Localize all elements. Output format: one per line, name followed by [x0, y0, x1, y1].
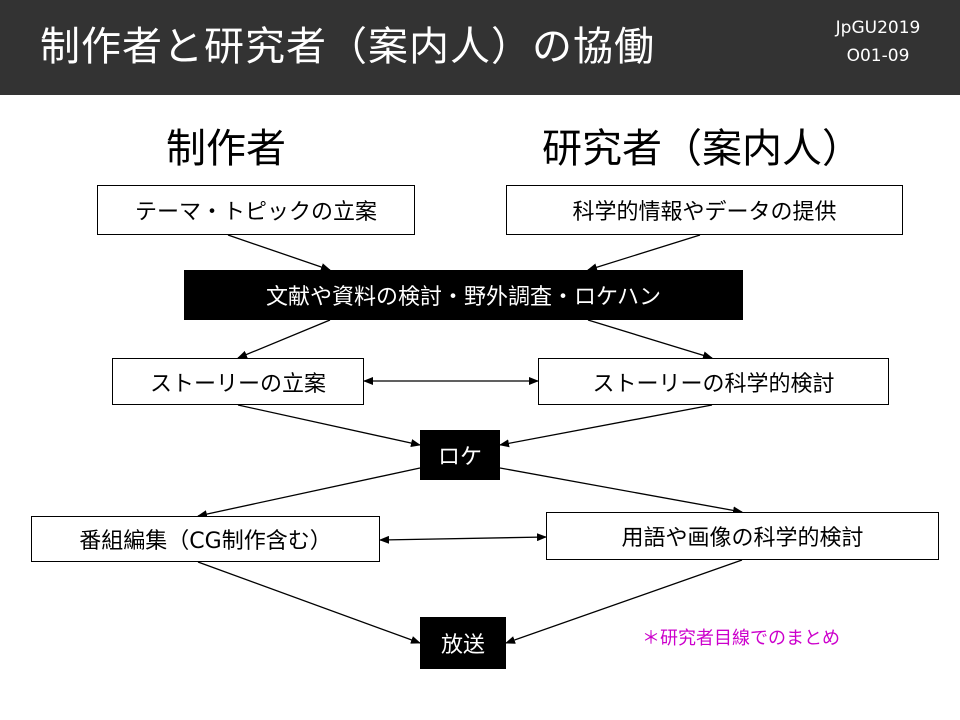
- arrow-location-to-editing: [197, 467, 421, 519]
- researcher-perspective-note: ＊研究者目線でのまとめ: [642, 628, 840, 649]
- arrow-review-to-location: [499, 404, 713, 448]
- researcher-column-heading: 研究者（案内人）: [542, 126, 862, 172]
- conference-name: JpGU2019: [835, 18, 921, 38]
- arrow-terminology-to-broadcast: [505, 559, 743, 644]
- arrow-story-to-location: [237, 404, 421, 447]
- presentation-code: O01-09: [846, 46, 910, 66]
- arrow-literature-to-story: [237, 319, 331, 359]
- arrow-editing-to-broadcast: [197, 561, 421, 644]
- arrow-info-to-literature: [587, 234, 701, 272]
- node-scientific-info: 科学的情報やデータの提供: [506, 185, 903, 235]
- arrow-location-to-terminology: [499, 467, 743, 515]
- node-terminology-review: 用語や画像の科学的検討: [546, 512, 939, 560]
- arrow-editing-terminology-bidirectional: [379, 533, 547, 544]
- slide-title: 制作者と研究者（案内人）の協働: [40, 24, 655, 70]
- conference-label: JpGU2019 O01-09: [818, 14, 938, 70]
- node-location: ロケ: [420, 430, 500, 480]
- node-theme-planning: テーマ・トピックの立案: [97, 185, 415, 235]
- node-editing: 番組編集（CG制作含む）: [31, 516, 380, 562]
- node-story-review: ストーリーの科学的検討: [538, 358, 889, 405]
- arrow-theme-to-literature: [227, 234, 331, 271]
- node-literature-review: 文献や資料の検討・野外調査・ロケハン: [184, 270, 743, 320]
- arrow-literature-to-review: [587, 319, 713, 360]
- title-bar: 制作者と研究者（案内人）の協働 JpGU2019 O01-09: [0, 0, 960, 95]
- node-story-planning: ストーリーの立案: [112, 358, 364, 405]
- node-broadcast: 放送: [420, 617, 506, 669]
- creator-column-heading: 制作者: [166, 126, 286, 172]
